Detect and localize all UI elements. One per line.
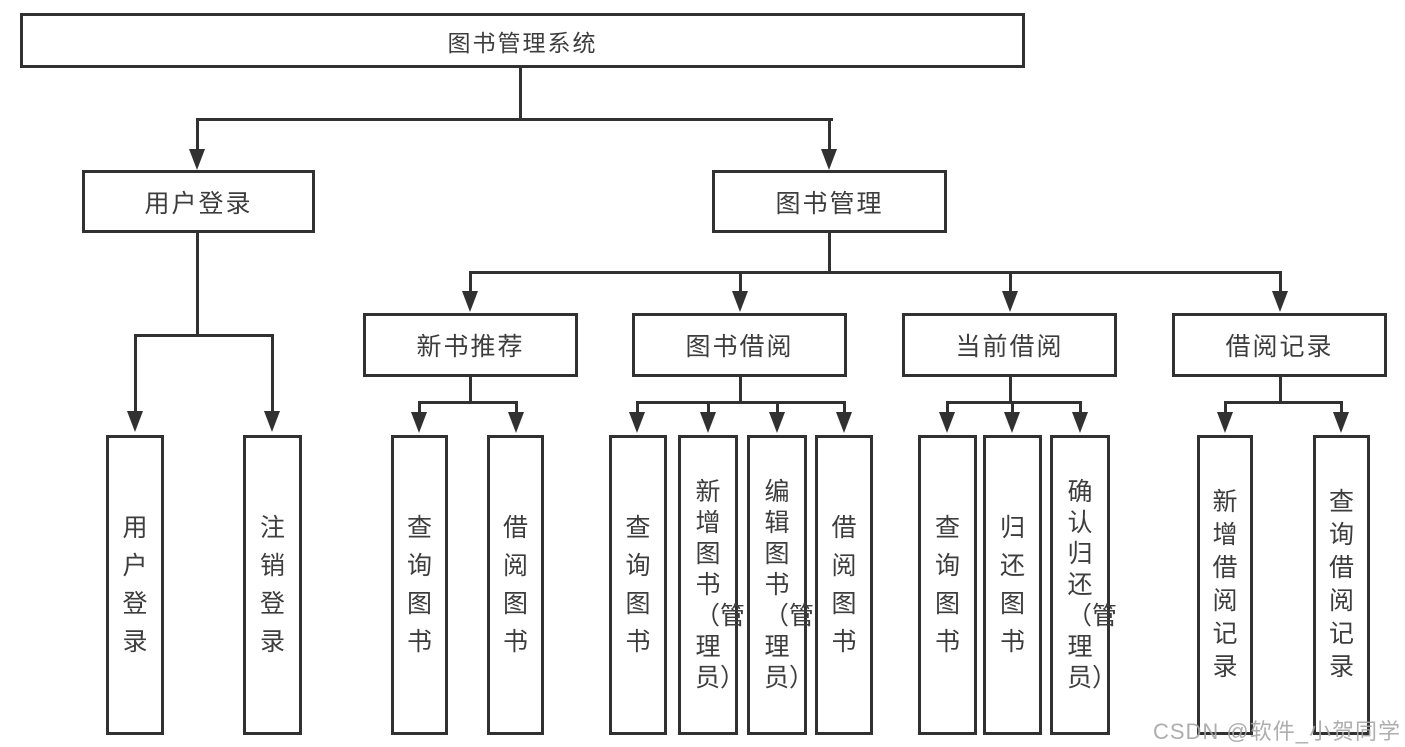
connector-line bbox=[828, 231, 831, 274]
connector-line bbox=[776, 401, 779, 414]
node-return-book-label: 归还图书 bbox=[999, 514, 1025, 656]
arrow-down-icon bbox=[508, 412, 524, 433]
connector-line bbox=[519, 66, 522, 120]
arrow-down-icon bbox=[1072, 412, 1088, 433]
node-root-label: 图书管理系统 bbox=[447, 29, 598, 56]
connector-line bbox=[418, 401, 518, 404]
arrow-down-icon bbox=[1217, 412, 1233, 433]
connector-line bbox=[828, 118, 831, 152]
connector-line bbox=[636, 401, 846, 404]
connector-line bbox=[515, 401, 518, 414]
arrow-down-icon bbox=[1272, 291, 1288, 312]
arrow-down-icon bbox=[939, 412, 955, 433]
connector-line bbox=[134, 334, 274, 337]
node-book-borrowing: 图书借阅 bbox=[632, 313, 847, 377]
connector-line bbox=[196, 118, 833, 121]
connector-line bbox=[739, 375, 742, 404]
node-borrow-books-recommend: 借阅图书 bbox=[487, 435, 544, 735]
arrow-down-icon bbox=[732, 291, 748, 312]
node-confirm-return-admin-label: 确认归还（管理员） bbox=[1067, 477, 1118, 692]
arrow-down-icon bbox=[836, 412, 852, 433]
arrow-down-icon bbox=[1004, 412, 1020, 433]
node-borrow-books-recommend-label: 借阅图书 bbox=[502, 514, 528, 656]
node-return-book: 归还图书 bbox=[983, 435, 1042, 735]
node-confirm-return-admin: 确认归还（管理员） bbox=[1050, 435, 1118, 735]
connector-line bbox=[707, 401, 710, 414]
arrow-down-icon bbox=[462, 291, 478, 312]
connector-line bbox=[1224, 401, 1227, 414]
node-add-borrow-record-label: 新增借阅记录 bbox=[1212, 488, 1238, 681]
connector-line bbox=[1279, 375, 1282, 404]
connector-line bbox=[1009, 375, 1012, 404]
arrow-down-icon bbox=[189, 149, 205, 170]
connector-line bbox=[946, 401, 949, 414]
node-root: 图书管理系统 bbox=[20, 13, 1025, 68]
connector-line bbox=[418, 401, 421, 414]
arrow-down-icon bbox=[127, 411, 143, 432]
node-query-borrow-record: 查询借阅记录 bbox=[1313, 435, 1370, 735]
node-query-borrow-record-label: 查询借阅记录 bbox=[1328, 488, 1354, 681]
arrow-down-icon bbox=[1333, 412, 1349, 433]
node-query-books-borrowing-label: 查询图书 bbox=[625, 514, 651, 656]
node-borrowing-records: 借阅记录 bbox=[1172, 313, 1387, 377]
connector-line bbox=[271, 334, 274, 412]
arrow-down-icon bbox=[769, 412, 785, 433]
node-book-borrowing-label: 图书借阅 bbox=[685, 333, 794, 361]
csdn-watermark: CSDN @软件_小贺同学 bbox=[1152, 719, 1401, 744]
connector-line bbox=[1079, 401, 1082, 414]
node-add-book-admin-label: 新增图书（管理员） bbox=[695, 477, 746, 692]
node-edit-book-admin: 编辑图书（管理员） bbox=[747, 435, 815, 735]
connector-line bbox=[1279, 271, 1282, 293]
node-query-books-current: 查询图书 bbox=[918, 435, 977, 735]
node-user-login: 用户登录 bbox=[82, 170, 315, 233]
node-logout: 注销登录 bbox=[243, 435, 302, 735]
connector-line bbox=[469, 271, 1282, 274]
node-borrowing-records-label: 借阅记录 bbox=[1225, 333, 1334, 361]
node-borrow-books-borrowing: 借阅图书 bbox=[815, 435, 873, 735]
connector-line bbox=[469, 375, 472, 404]
node-new-book-recommend: 新书推荐 bbox=[363, 313, 578, 377]
arrow-down-icon bbox=[629, 412, 645, 433]
node-book-management: 图书管理 bbox=[712, 170, 947, 233]
node-query-books-borrowing: 查询图书 bbox=[609, 435, 667, 735]
connector-line bbox=[946, 401, 1082, 404]
node-logout-label: 注销登录 bbox=[259, 514, 285, 656]
connector-line bbox=[134, 334, 137, 412]
node-new-book-recommend-label: 新书推荐 bbox=[416, 333, 525, 361]
arrow-down-icon bbox=[411, 412, 427, 433]
node-query-books-recommend: 查询图书 bbox=[391, 435, 448, 735]
node-user-login-label: 用户登录 bbox=[144, 189, 253, 218]
node-query-books-current-label: 查询图书 bbox=[934, 514, 960, 656]
arrow-down-icon bbox=[821, 149, 837, 170]
connector-line bbox=[1340, 401, 1343, 414]
node-current-borrowing: 当前借阅 bbox=[902, 313, 1117, 377]
node-user-login-action-label: 用户登录 bbox=[122, 514, 148, 656]
arrow-down-icon bbox=[264, 411, 280, 432]
node-current-borrowing-label: 当前借阅 bbox=[955, 333, 1064, 361]
connector-line bbox=[843, 401, 846, 414]
node-book-management-label: 图书管理 bbox=[775, 189, 884, 218]
connector-line bbox=[196, 118, 199, 152]
arrow-down-icon bbox=[700, 412, 716, 433]
node-user-login-action: 用户登录 bbox=[106, 435, 164, 735]
node-add-book-admin: 新增图书（管理员） bbox=[678, 435, 746, 735]
connector-line bbox=[196, 231, 199, 337]
node-query-books-recommend-label: 查询图书 bbox=[406, 514, 432, 656]
connector-line bbox=[1011, 401, 1014, 414]
node-edit-book-admin-label: 编辑图书（管理员） bbox=[764, 477, 815, 692]
node-borrow-books-borrowing-label: 借阅图书 bbox=[831, 514, 857, 656]
connector-line bbox=[1224, 401, 1343, 404]
connector-line bbox=[636, 401, 639, 414]
connector-line bbox=[469, 271, 472, 293]
node-add-borrow-record: 新增借阅记录 bbox=[1197, 435, 1253, 735]
connector-line bbox=[739, 271, 742, 293]
arrow-down-icon bbox=[1002, 291, 1018, 312]
connector-line bbox=[1009, 271, 1012, 293]
